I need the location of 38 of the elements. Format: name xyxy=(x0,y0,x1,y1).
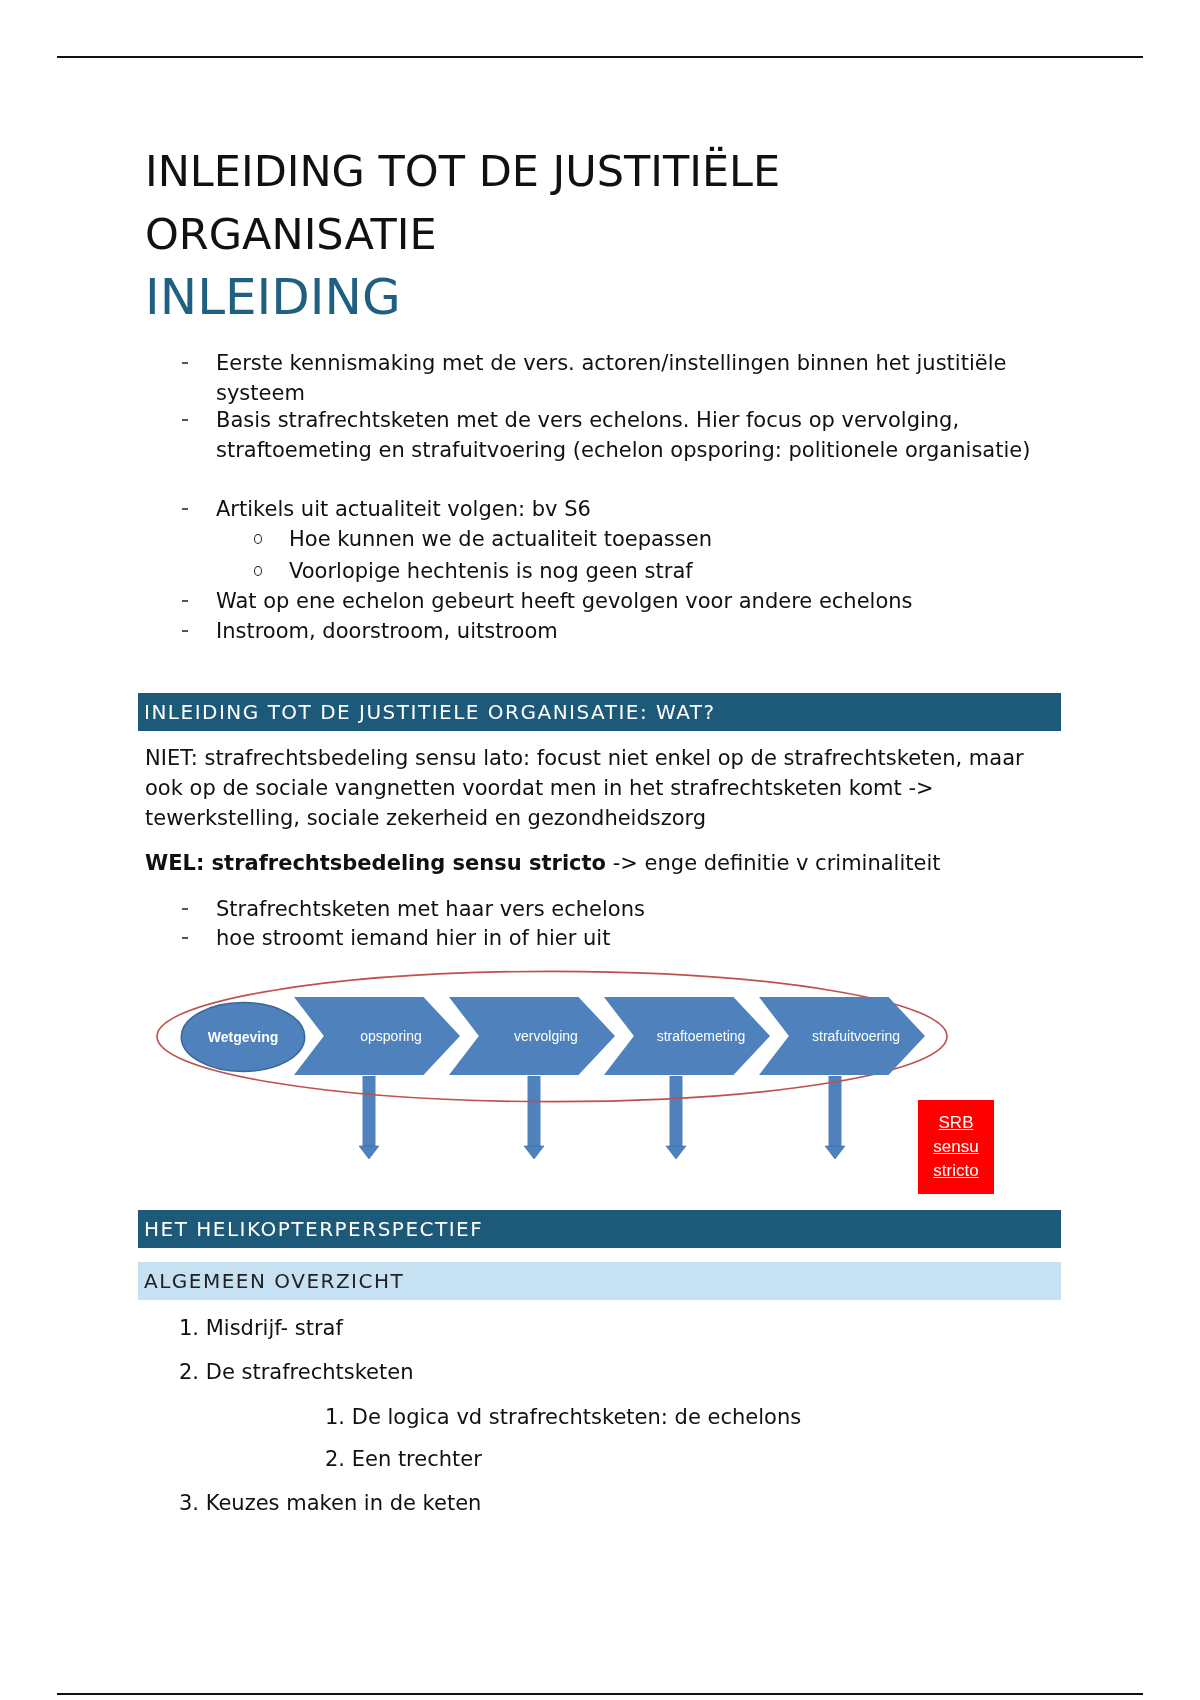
list-item: Wat op ene echelon gebeurt heeft gevolgen voor andere echelons xyxy=(216,588,914,615)
section-heading: INLEIDING xyxy=(145,267,402,328)
section-heading: HET HELIKOPTERPERSPECTIEF xyxy=(138,1210,1061,1248)
paragraph: 1. Misdrijf- straf xyxy=(179,1315,345,1342)
highlight-ellipse xyxy=(153,970,951,1103)
step-label: vervolging xyxy=(513,1027,579,1046)
list-item: Basis strafrechtsketen met de vers echelons. Hier focus op vervolging, straftoemeting en strafuitvoering (echelon opsporing: politionele organisatie) xyxy=(216,407,1032,464)
process-step xyxy=(449,997,615,1075)
page-title: INLEIDING TOT DE JUSTITIËLE ORGANISATIE xyxy=(145,145,782,261)
paragraph: 3. Keuzes maken in de keten xyxy=(179,1490,483,1517)
step-label: straftoemeting xyxy=(655,1027,747,1046)
section-heading: ALGEMEEN OVERZICHT xyxy=(138,1262,1061,1300)
list-item: Hoe kunnen we de actualiteit toepassen xyxy=(289,526,713,553)
paragraph: 2. Een trechter xyxy=(325,1446,483,1473)
process-step xyxy=(759,997,925,1075)
paragraph: WEL: strafrechtsbedeling sensu stricto -> enge definitie v criminaliteit xyxy=(145,850,942,877)
paragraph: 2. De strafrechtsketen xyxy=(179,1359,415,1386)
paragraph: NIET: strafrechtsbedeling sensu lato: focust niet enkel op de strafrechtsketen, maar ook op de sociale vangnetten voordat men in het strafrechtsketen komt -> tewerkstelling, sociale zekerheid en gezondheidszorg xyxy=(145,745,1025,832)
list-item: Artikels uit actualiteit volgen: bv S6 xyxy=(216,496,592,523)
list-item: Voorlopige hechtenis is nog geen straf xyxy=(289,558,694,585)
box-label: SRB sensu stricto xyxy=(932,1112,980,1182)
process-step xyxy=(294,997,460,1075)
list-item: Eerste kennismaking met de vers. actoren/instellingen binnen het justitiële systeem xyxy=(216,350,1008,407)
down-arrow xyxy=(665,1076,687,1160)
step-label: Wetgeving xyxy=(206,1028,280,1047)
process-oval xyxy=(180,1001,306,1073)
section-heading: INLEIDING TOT DE JUSTITIELE ORGANISATIE: WAT? xyxy=(138,693,1061,731)
list-item: Strafrechtsketen met haar vers echelons xyxy=(216,896,646,923)
list-item: Instroom, doorstroom, uitstroom xyxy=(216,618,559,645)
step-label: strafuitvoering xyxy=(811,1027,901,1046)
process-step xyxy=(604,997,770,1075)
step-label: opsporing xyxy=(359,1027,423,1046)
down-arrow xyxy=(824,1076,846,1160)
down-arrow xyxy=(358,1076,380,1160)
down-arrow xyxy=(523,1076,545,1160)
note-box xyxy=(918,1100,994,1194)
list-item: hoe stroomt iemand hier in of hier uit xyxy=(216,925,612,952)
paragraph: 1. De logica vd strafrechtsketen: de echelons xyxy=(325,1404,803,1431)
